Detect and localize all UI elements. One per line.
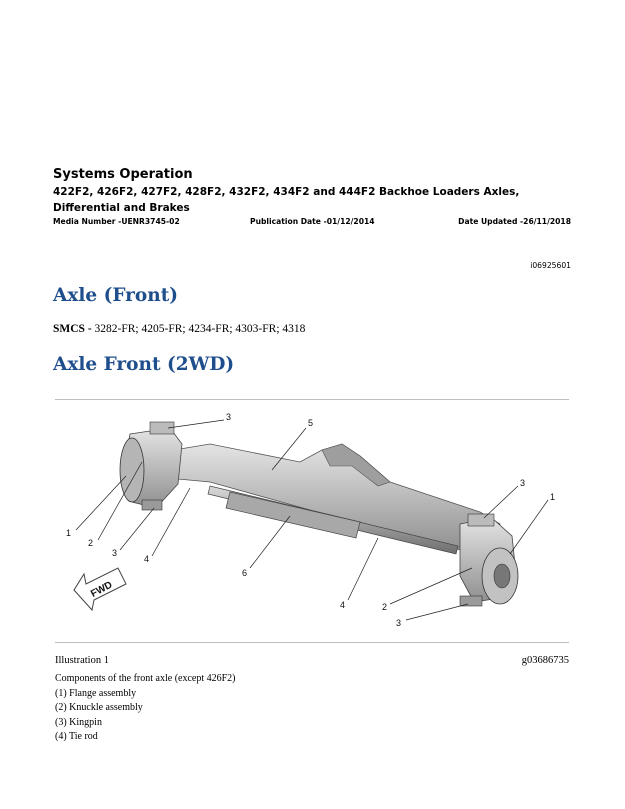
- left-kingpin-top: [149, 421, 175, 435]
- illustration-label: Illustration 1: [55, 655, 109, 666]
- callout-3-left-bottom: 3: [112, 548, 117, 558]
- list-item: (4) Tie rod: [55, 731, 98, 743]
- right-hub: [493, 563, 511, 589]
- components-intro: Components of the front axle (except 426…: [55, 673, 236, 684]
- section-heading: Axle (Front): [53, 285, 179, 306]
- callout-4-left: 4: [144, 554, 149, 564]
- callout-labels: 3 5 1 2 3 4 6 3 1 4 2 3: [66, 412, 555, 628]
- callout-1-left: 1: [66, 528, 71, 538]
- date-updated: Date Updated -26/11/2018: [458, 217, 571, 226]
- publication-date: Publication Date -01/12/2014: [250, 217, 375, 226]
- left-kingpin-bottom: [141, 499, 163, 511]
- forward-arrow-icon: FWD: [73, 567, 127, 612]
- callout-leaders: [75, 419, 549, 621]
- left-flange: [119, 437, 145, 503]
- callout-3-right-top: 3: [520, 478, 525, 488]
- smcs-line: SMCS - 3282-FR; 4205-FR; 4234-FR; 4303-F…: [53, 323, 305, 335]
- callout-3-left-top: 3: [226, 412, 231, 422]
- list-item: (1) Flange assembly: [55, 687, 137, 699]
- front-axle-illustration: 3 5 1 2 3 4 6 3 1 4 2 3 FWD: [66, 412, 555, 628]
- components-list: Components of the front axle (except 426…: [55, 672, 236, 745]
- figure-top-rule: [55, 399, 569, 400]
- image-id: i06925601: [530, 261, 571, 270]
- steering-cylinder: [225, 491, 361, 539]
- right-kingpin-bottom: [459, 595, 483, 607]
- axle-beam: [137, 443, 501, 553]
- right-kingpin-top: [467, 513, 495, 527]
- axle-center-housing: [321, 443, 391, 487]
- list-item: (2) Knuckle assembly: [55, 702, 143, 714]
- media-number: Media Number -UENR3745-02: [53, 217, 180, 226]
- figure-bottom-rule: [55, 642, 569, 643]
- callout-2-right: 2: [382, 602, 387, 612]
- smcs-label: SMCS -: [53, 323, 92, 335]
- smcs-codes: 3282-FR; 4205-FR; 4234-FR; 4303-FR; 4318: [91, 323, 306, 335]
- graphic-id: g03686735: [521, 655, 569, 666]
- callout-3-right-bottom: 3: [396, 618, 401, 628]
- section-subheading: Axle Front (2WD): [53, 354, 235, 375]
- callout-2-left: 2: [88, 538, 93, 548]
- callout-4-right: 4: [340, 600, 345, 610]
- callout-5: 5: [308, 418, 313, 428]
- list-item: (3) Kingpin: [55, 716, 102, 728]
- callout-1-right: 1: [550, 492, 555, 502]
- callout-6: 6: [242, 568, 247, 578]
- document-subtitle: 422F2, 426F2, 427F2, 428F2, 432F2, 434F2…: [53, 186, 520, 214]
- document-title: Systems Operation: [53, 167, 193, 182]
